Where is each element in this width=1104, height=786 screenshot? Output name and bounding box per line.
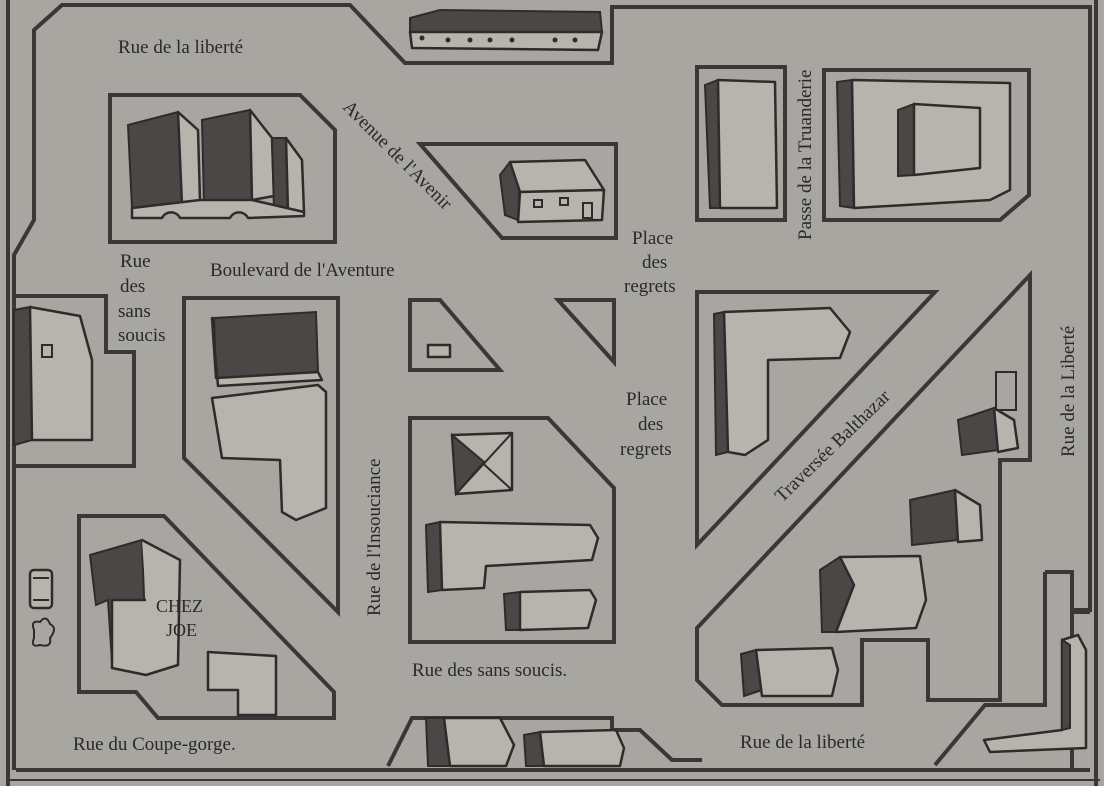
label-place-regrets-top-1: Place (632, 228, 673, 249)
block-bottom-center (386, 716, 702, 768)
block-small-trapezoid (408, 298, 505, 372)
block-truanderie (822, 68, 1031, 222)
block-tall-narrow (695, 65, 787, 222)
label-rue-liberte-bottom: Rue de la liberté (740, 732, 865, 753)
label-rue-insouciance: Rue de l'Insouciance (364, 459, 385, 616)
block-chez-joe (77, 514, 336, 720)
label-place-regrets-top-2: des (642, 252, 667, 273)
label-place-regrets-top-3: regrets (624, 276, 676, 297)
block-center (408, 416, 616, 644)
block-twin-buildings (108, 93, 337, 244)
label-chez-joe-2: JOE (166, 620, 197, 640)
label-rue-coupe-gorge: Rue du Coupe-gorge. (73, 734, 236, 755)
label-rue-sans-soucis-2: des (120, 276, 145, 297)
label-place-regrets-mid-3: regrets (620, 439, 672, 460)
label-chez-joe-1: CHEZ (156, 596, 203, 616)
building-top-long (408, 8, 604, 52)
block-small-triangle (553, 298, 616, 368)
block-avenir-house (415, 142, 618, 240)
label-rue-sans-soucis-4: soucis (118, 325, 166, 346)
block-right-triangle-top (695, 290, 940, 551)
label-place-regrets-mid-1: Place (626, 389, 667, 410)
block-right-lower (695, 269, 1032, 707)
block-middle-left (182, 296, 340, 617)
label-rue-liberte-top: Rue de la liberté (118, 37, 243, 58)
label-place-regrets-mid-2: des (638, 414, 663, 435)
label-passe-truanderie: Passe de la Truanderie (795, 70, 816, 240)
car-icon (28, 568, 54, 610)
label-rue-sans-soucis-bottom: Rue des sans soucis. (412, 660, 567, 681)
shrub-icon (31, 617, 55, 647)
map-border (6, 0, 1100, 786)
label-rue-sans-soucis-1: Rue (120, 251, 151, 272)
label-rue-liberte-right: Rue de la Liberté (1058, 326, 1079, 457)
block-bottom-right-corner (933, 570, 1090, 767)
block-left-sans-soucis (13, 294, 136, 468)
label-boulevard-aventure: Boulevard de l'Aventure (210, 260, 395, 281)
label-rue-sans-soucis-3: sans (118, 301, 151, 322)
